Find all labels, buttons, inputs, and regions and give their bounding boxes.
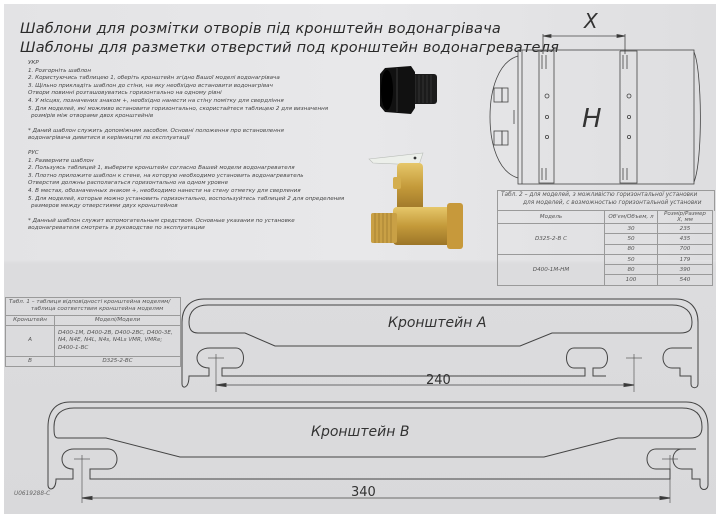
ukr-note: * Даний шаблон служить допоміжним засобо…	[28, 127, 284, 134]
header-bracket: Кронштейн	[5, 315, 55, 326]
rus-step: Отверстия должны располагаться горизонта…	[28, 180, 229, 187]
size-cell: 540	[657, 274, 713, 286]
rus-step: 5. Для моделей, которые можно установить…	[28, 195, 345, 202]
size-cell: 700	[657, 243, 713, 255]
table1-caption-ukr: Табл. 1 – таблиця відповідності кронштей…	[9, 299, 171, 305]
rus-step: 4. В местах, обозначенных знаком +, необ…	[28, 187, 301, 194]
table1-caption-rus: таблица соответствия кронштейна моделям	[31, 306, 164, 313]
table-row: A D400-1M, D400-2B, D400-2BC, D400-3E, N…	[5, 325, 181, 357]
table2-header: Модель Об'єм/Объем, л Розмір/Размер X, м…	[497, 210, 713, 224]
volume-cell: 100	[604, 274, 658, 286]
table-row: B D325-2-BC	[5, 356, 181, 367]
table2-caption-ukr: Табл. 2 – для моделей, з можливістю гори…	[501, 192, 698, 198]
model-cell: D325-2-B C	[497, 223, 605, 255]
document-code: U0619288-C	[14, 491, 51, 497]
header-size-x: Розмір/Размер X, мм	[657, 210, 713, 224]
models-cell: D325-2-BC	[54, 356, 181, 367]
size-cell: 435	[657, 233, 713, 245]
ukr-step: 2. Користуючись таблицею 1, оберіть крон…	[28, 75, 280, 82]
table-row: 100 540	[498, 274, 713, 286]
table1: Кронштейн Моделі/Модели A D400-1M, D400-…	[5, 315, 181, 367]
bracket-a-dimension: 240	[426, 373, 451, 388]
rus-step: 1. Разверните шаблон	[28, 157, 94, 164]
model-cell: D400-1M-HM	[497, 253, 605, 286]
size-cell: 179	[657, 253, 713, 266]
bracket-a-label: Кронштейн A	[388, 315, 487, 331]
table-row: D400-1M-HM 50 179	[497, 253, 713, 286]
table2-caption: Табл. 2 – для моделей, з можливістю гори…	[497, 190, 715, 211]
rus-step: 3. Плотно приложите шаблон к стене, на к…	[28, 172, 304, 179]
header-models: Моделі/Модели	[54, 315, 181, 326]
table-row: D325-2-B C 30 235	[497, 222, 713, 255]
rus-heading: РУС	[28, 149, 39, 156]
dimension-x-label: X	[584, 9, 598, 33]
ukr-step: 1. Розгорніть шаблон	[28, 67, 91, 74]
ukr-note: водонагрівача дивитися в керівництві по …	[28, 135, 190, 142]
title-ukr: Шаблони для розмітки отворів під кронште…	[20, 21, 501, 37]
ukr-step: 5. Для моделей, які можливо встановити г…	[28, 105, 329, 112]
rus-step: размеров между отверстиями двух кронштей…	[31, 203, 178, 210]
heater-h-label: H	[582, 104, 602, 134]
table2-caption-rus: для моделей, с возможностью горизонтальн…	[523, 199, 702, 206]
volume-cell: 50	[604, 253, 658, 266]
header-model: Модель	[497, 210, 605, 224]
instructions: УКР 1. Розгорніть шаблон 2. Користуючись…	[28, 60, 345, 233]
table1-caption: Табл. 1 – таблиця відповідності кронштей…	[5, 297, 181, 316]
page-title: Шаблони для розмітки отворів під кронште…	[20, 20, 559, 58]
ukr-heading: УКР	[28, 60, 39, 66]
table2: Модель Об'єм/Объем, л Розмір/Размер X, м…	[497, 210, 713, 286]
volume-cell: 80	[604, 243, 658, 255]
bracket-b-label: Кронштейн B	[311, 424, 410, 440]
bracket-b-template	[47, 401, 709, 503]
title-rus: Шаблоны для разметки отверстий под кронш…	[20, 40, 560, 56]
volume-cell: 30	[604, 222, 658, 235]
water-heater-diagram	[489, 34, 701, 185]
models-cell: D400-1M, D400-2B, D400-2BC, D400-3E, N4,…	[54, 325, 181, 357]
plastic-adapter-image	[380, 66, 437, 114]
bracket-b-dimension: 340	[351, 485, 376, 500]
rus-step: 2. Пользуясь таблицей 1, выберите кроншт…	[28, 165, 295, 172]
volume-cell: 50	[604, 233, 658, 245]
bracket-a-template	[181, 298, 699, 392]
volume-cell: 80	[604, 264, 658, 276]
size-cell: 390	[657, 264, 713, 276]
rus-note: водонагревателя смотреть в руководстве п…	[28, 225, 205, 232]
table1-header: Кронштейн Моделі/Модели	[5, 315, 181, 326]
ukr-step: Отвори повинні розташовуватись горизонта…	[28, 90, 222, 97]
ukr-step: 4. У місцях, позначених знаком +, необхі…	[28, 97, 284, 104]
size-cell: 235	[657, 222, 713, 235]
rus-note: * Данный шаблон служит вспомогательным с…	[28, 217, 295, 224]
bracket-cell: A	[5, 325, 55, 357]
ukr-step: 3. Щільно прикладіть шаблон до стіни, на…	[28, 82, 273, 89]
safety-valve-image	[368, 152, 463, 249]
bracket-cell: B	[5, 356, 55, 367]
header-volume: Об'єм/Объем, л	[604, 210, 658, 224]
ukr-step: розмірів між отворами двох кронштейнів	[31, 113, 154, 120]
